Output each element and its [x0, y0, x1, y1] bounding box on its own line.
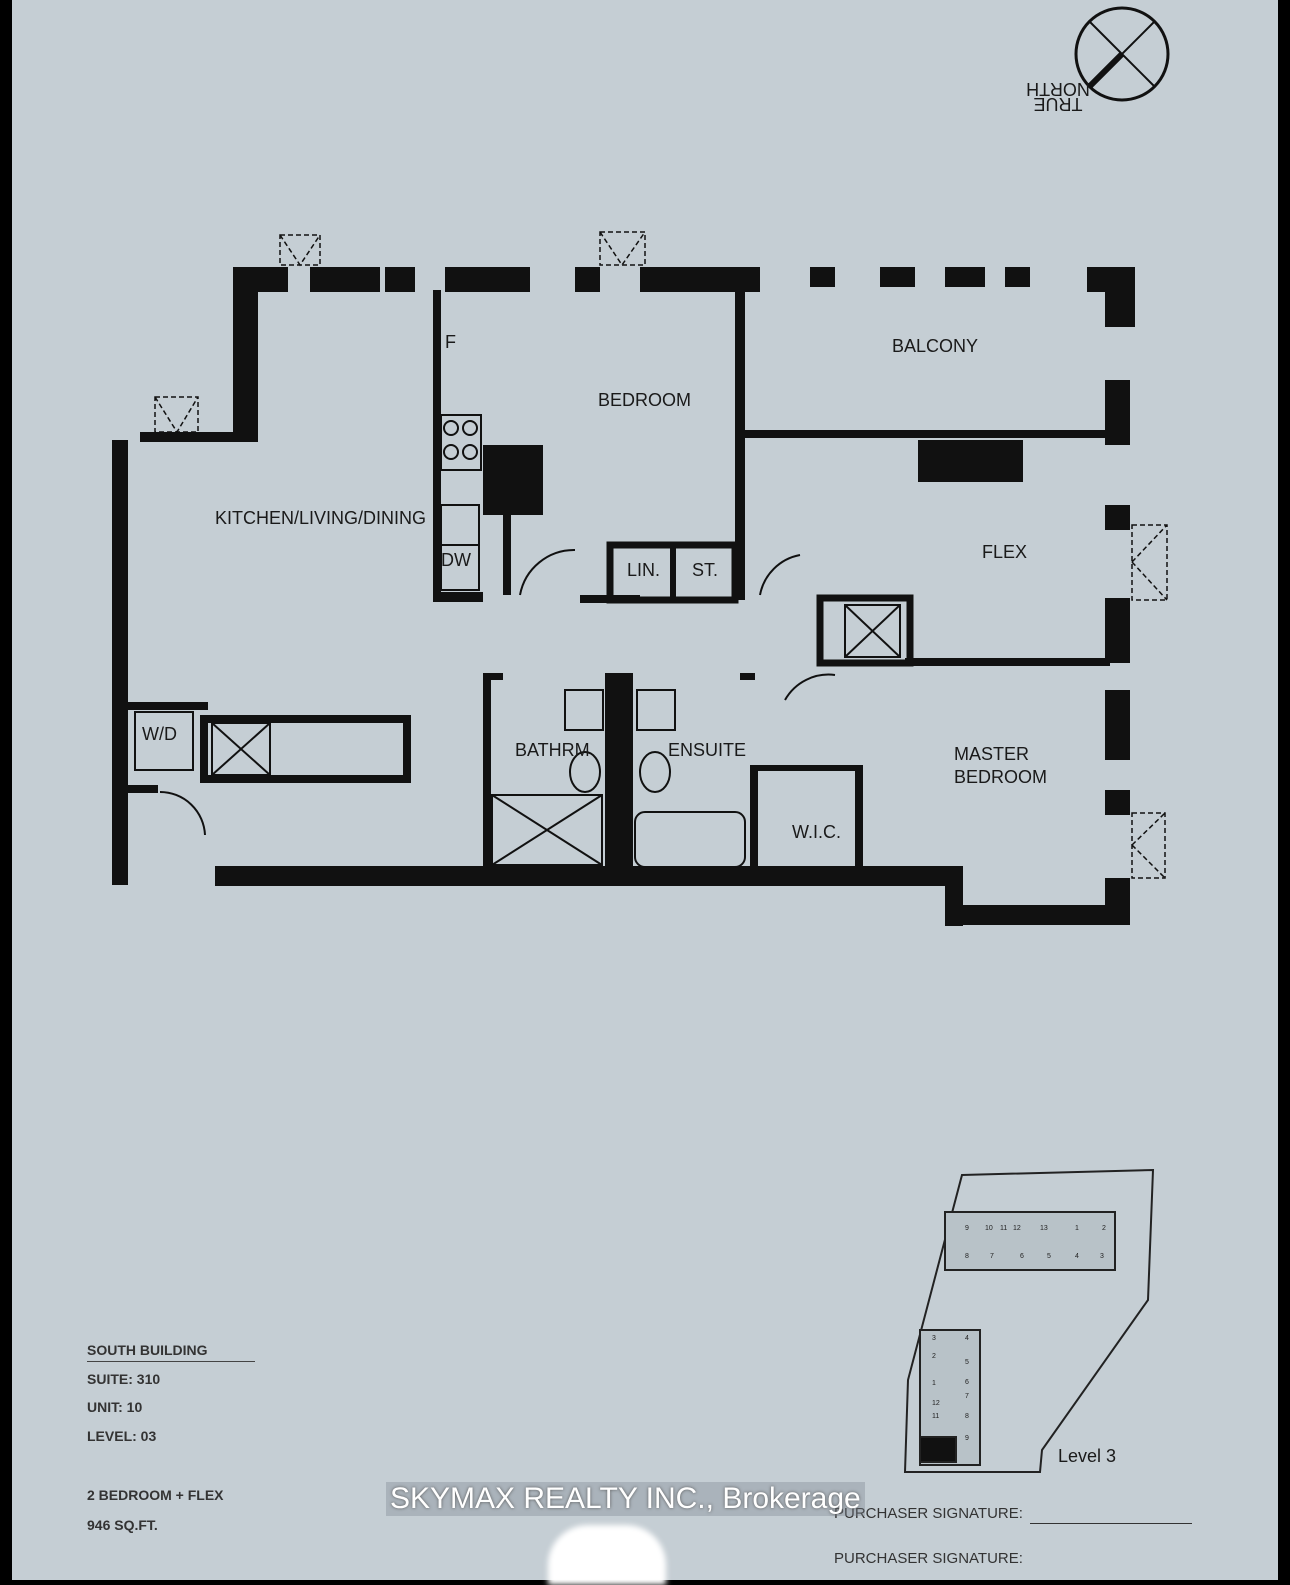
unit-type: 2 BEDROOM + FLEX: [87, 1487, 224, 1503]
key-plan-unit-number: 9: [965, 1435, 969, 1442]
level-number: LEVEL: 03: [87, 1428, 157, 1444]
key-plan-unit-number: 8: [965, 1413, 969, 1420]
key-plan-unit-number: 6: [965, 1379, 969, 1386]
unit-number: UNIT: 10: [87, 1399, 143, 1415]
key-plan-unit-number: 9: [965, 1225, 969, 1232]
key-plan-unit-number: 2: [932, 1353, 936, 1360]
room-label-wic: W.I.C.: [792, 822, 841, 842]
key-plan-label: Level 3: [1058, 1446, 1116, 1466]
key-plan-unit-number: 12: [1013, 1225, 1021, 1232]
purchaser-signature-label: PURCHASER SIGNATURE:: [834, 1550, 1023, 1567]
room-label-storage: ST.: [692, 560, 718, 580]
room-label-flex: FLEX: [982, 542, 1027, 562]
key-plan-unit-number: 5: [965, 1359, 969, 1366]
key-plan-unit-number: 12: [932, 1400, 940, 1407]
unit-area: 946 SQ.FT.: [87, 1517, 158, 1533]
north-arrow-icon: [1074, 6, 1170, 102]
key-plan-unit-number: 10: [985, 1225, 993, 1232]
key-plan-unit-number: 11: [932, 1413, 939, 1420]
suite-number: SUITE: 310: [87, 1371, 161, 1387]
key-plan-unit-number: 2: [1102, 1225, 1106, 1232]
room-label-ensuite: ENSUITE: [668, 740, 746, 760]
room-label-bathroom: BATHRM: [515, 740, 590, 760]
key-plan-unit-number: 4: [1075, 1253, 1079, 1260]
purchaser-signature-label: PURCHASER SIGNATURE:: [834, 1505, 1023, 1522]
room-label-fridge: F: [445, 332, 456, 352]
key-plan-unit-number: 13: [1040, 1225, 1048, 1232]
key-plan-unit-number: 8: [965, 1253, 969, 1260]
key-plan-unit-number: 5: [1047, 1253, 1051, 1260]
compass-label-group: TRUE NORTH: [1026, 79, 1090, 114]
room-label-linen: LIN.: [627, 560, 660, 580]
room-label-master: BEDROOM: [954, 767, 1047, 787]
key-plan-unit-number: 1: [932, 1380, 936, 1387]
window-markers: [154, 231, 1168, 879]
key-plan-unit-number: 4: [965, 1335, 969, 1342]
room-label-dw: DW: [441, 550, 471, 570]
room-label-bedroom: BEDROOM: [598, 390, 691, 410]
room-label-balcony: BALCONY: [892, 336, 978, 356]
building-name: SOUTH BUILDING: [87, 1342, 255, 1362]
key-plan: [903, 1168, 1155, 1473]
signature-line: [1030, 1523, 1192, 1524]
key-plan-unit-number: 3: [932, 1335, 936, 1342]
key-plan-unit-number: 7: [965, 1393, 969, 1400]
key-plan-unit-number: 1: [1075, 1225, 1079, 1232]
room-label-kitchen: KITCHEN/LIVING/DINING: [215, 508, 426, 528]
key-plan-unit-number: 6: [1020, 1253, 1024, 1260]
compass-label: TRUE: [1034, 94, 1083, 114]
compass-label: NORTH: [1026, 79, 1090, 99]
walls: [112, 267, 1135, 926]
room-label-wd: W/D: [142, 724, 177, 744]
key-plan-unit-number: 11: [1000, 1225, 1007, 1232]
key-plan-unit-number: 7: [990, 1253, 994, 1260]
room-label-master: MASTER: [954, 744, 1029, 764]
watermark: SKYMAX REALTY INC., Brokerage: [386, 1482, 865, 1516]
fixtures: [134, 414, 901, 868]
photo-glare: [548, 1525, 666, 1585]
key-plan-unit-number: 3: [1100, 1253, 1104, 1260]
